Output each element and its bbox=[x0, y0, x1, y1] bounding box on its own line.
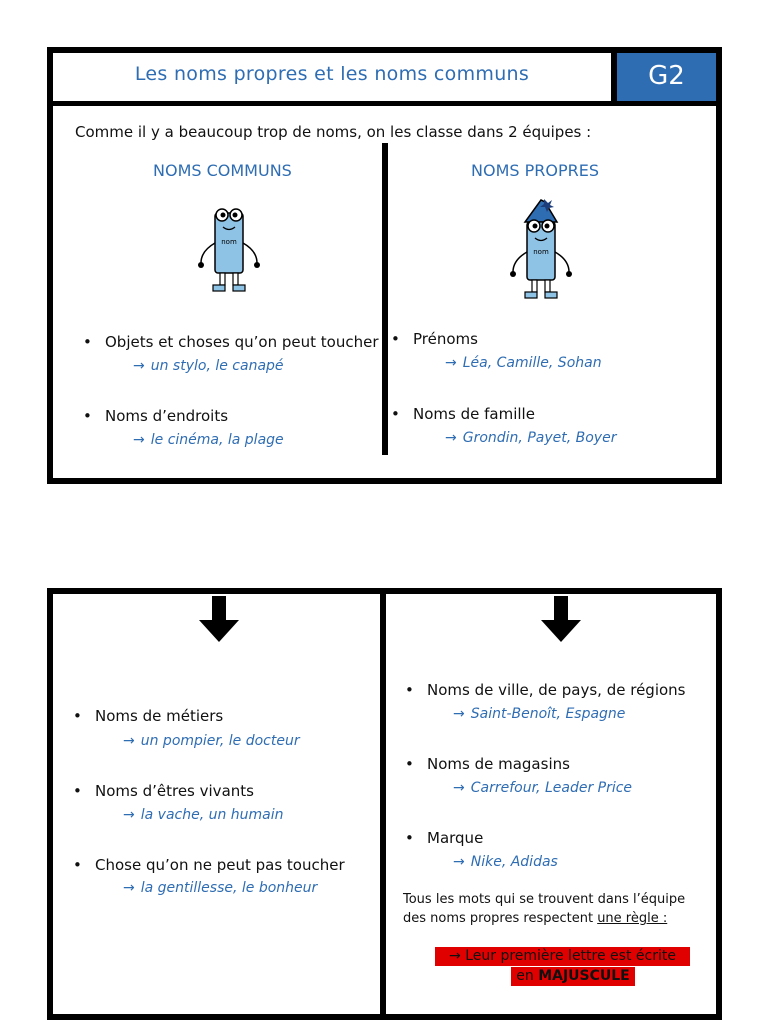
mascot-label: nom bbox=[533, 248, 549, 256]
rule-highlight: → Leur première lettre est écrite bbox=[435, 947, 690, 966]
title-bar: Les noms propres et les noms communs bbox=[53, 53, 611, 106]
column-divider bbox=[382, 143, 388, 455]
example-text: →Nike, Adidas bbox=[453, 854, 558, 870]
example-text: →Grondin, Payet, Boyer bbox=[445, 430, 617, 446]
top-card: Les noms propres et les noms communs G2 … bbox=[47, 47, 722, 484]
example-text: →Carrefour, Leader Price bbox=[453, 780, 633, 796]
example-text: →le cinéma, la plage bbox=[133, 432, 284, 448]
list-item: •Marque bbox=[405, 829, 484, 847]
heading-noms-communs: NOMS COMMUNS bbox=[153, 161, 292, 180]
example-text: →Léa, Camille, Sohan bbox=[445, 355, 602, 371]
mascot-nom-commun-icon: nom bbox=[198, 208, 260, 292]
mascot-label: nom bbox=[221, 238, 237, 246]
bottom-card: •Noms de métiers →un pompier, le docteur… bbox=[47, 588, 722, 1020]
list-item: •Noms d’êtres vivants bbox=[73, 782, 254, 800]
example-text: →Saint-Benoît, Espagne bbox=[453, 706, 626, 722]
rule-statement: Tous les mots qui se trouvent dans l’équ… bbox=[403, 892, 686, 926]
list-item: •Prénoms bbox=[391, 330, 478, 348]
mascot-nom-propre-icon: nom bbox=[510, 199, 572, 299]
list-item: •Noms d’endroits bbox=[83, 407, 229, 425]
arrow-down-icon bbox=[541, 596, 581, 642]
title-separator bbox=[611, 53, 617, 106]
page-title: Les noms propres et les noms communs bbox=[134, 63, 530, 85]
list-item: •Noms de famille bbox=[391, 405, 535, 423]
arrow-down-icon bbox=[199, 596, 239, 642]
example-text: →un stylo, le canapé bbox=[133, 358, 284, 374]
list-item: •Noms de ville, de pays, de régions bbox=[405, 681, 686, 699]
lesson-badge: G2 bbox=[617, 53, 716, 106]
list-item: •Noms de métiers bbox=[73, 707, 224, 725]
list-item: •Chose qu’on ne peut pas toucher bbox=[73, 856, 345, 874]
column-divider bbox=[380, 594, 386, 1014]
example-text: →un pompier, le docteur bbox=[123, 733, 300, 749]
example-text: →la vache, un humain bbox=[123, 807, 284, 823]
rule-highlight-majuscule: en MAJUSCULE bbox=[511, 967, 635, 986]
heading-noms-propres: NOMS PROPRES bbox=[471, 161, 599, 180]
example-text: →la gentillesse, le bonheur bbox=[123, 880, 318, 896]
list-item: •Objets et choses qu’on peut toucher bbox=[83, 333, 379, 351]
list-item: •Noms de magasins bbox=[405, 755, 570, 773]
intro-text: Comme il y a beaucoup trop de noms, on l… bbox=[75, 123, 592, 141]
